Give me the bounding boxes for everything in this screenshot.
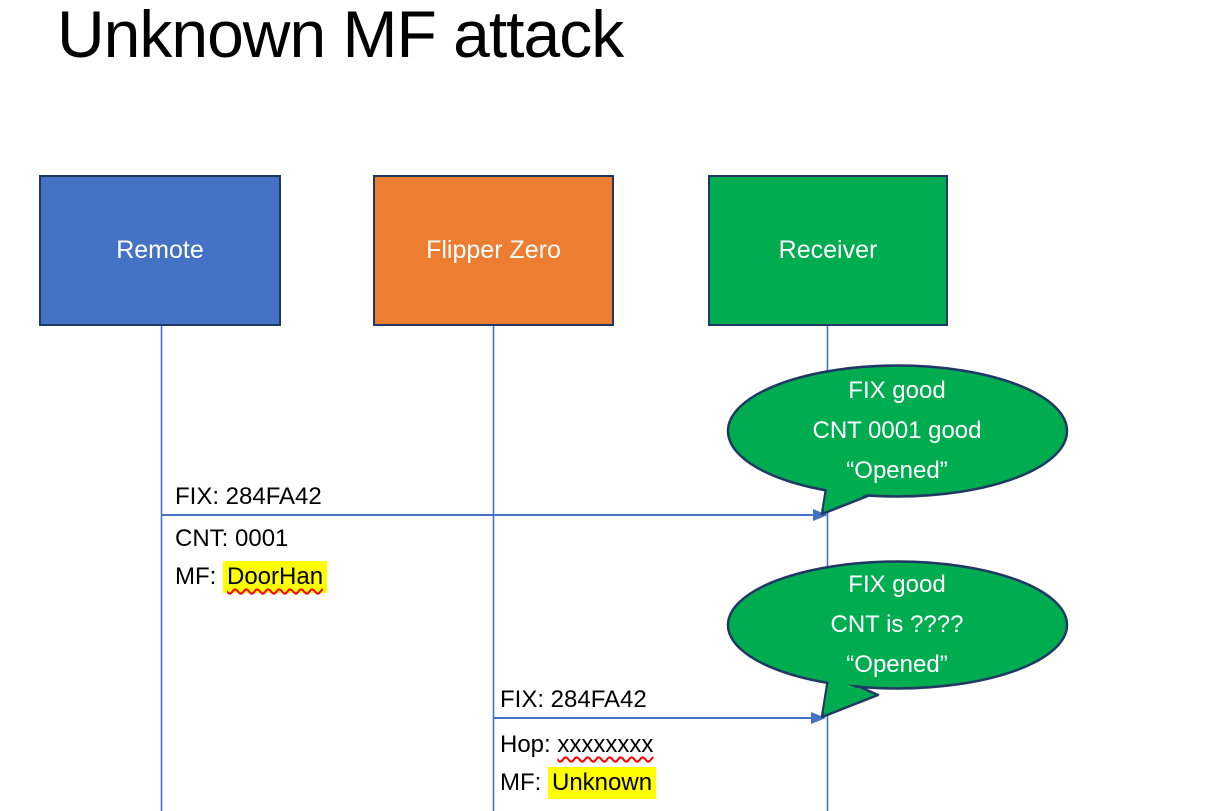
callout1-line1: FIX good <box>848 377 946 404</box>
callout2-text: FIX good CNT is ???? “Opened” <box>726 565 1068 685</box>
actor-label-flipper-zero: Flipper Zero <box>426 236 561 264</box>
callout2-tail-join <box>823 677 874 712</box>
message2-highlighted-value: Unknown <box>548 767 657 799</box>
message2-line1: FIX: 284FA42 <box>500 686 647 713</box>
callout2-line1: FIX good <box>848 571 946 598</box>
message1-line1: FIX: 284FA42 <box>175 483 322 510</box>
message1-line3-prefix: MF: <box>175 563 223 590</box>
callout1-tail-join <box>823 474 874 509</box>
callout2-ellipse <box>726 560 1069 690</box>
message1-line2: CNT: 0001 <box>175 525 289 552</box>
actor-box-flipper-zero: Flipper Zero <box>373 175 614 326</box>
callout1-text: FIX good CNT 0001 good “Opened” <box>726 371 1068 491</box>
actor-box-receiver: Receiver <box>708 175 948 326</box>
callout-bubble-2 <box>726 560 1069 719</box>
actor-label-remote: Remote <box>116 236 204 264</box>
message2-line2: Hop: xxxxxxxx <box>500 726 656 764</box>
actor-box-remote: Remote <box>39 175 281 326</box>
message2-line3-prefix: MF: <box>500 769 548 796</box>
message1-details: CNT: 0001 MF: DoorHan <box>175 520 328 596</box>
callout1-line3: “Opened” <box>846 457 948 484</box>
callout-bubble-1 <box>726 364 1069 516</box>
message2-line2-prefix: Hop: <box>500 731 558 758</box>
message2-details: Hop: xxxxxxxx MF: Unknown <box>500 726 657 802</box>
callout2-line3: “Opened” <box>846 651 948 678</box>
callout1-line2: CNT 0001 good <box>812 417 982 444</box>
message2-arrowhead-icon <box>811 712 826 724</box>
message1-line3: MF: DoorHan <box>175 558 328 596</box>
actor-label-receiver: Receiver <box>778 236 878 264</box>
message2-line3: MF: Unknown <box>500 764 657 802</box>
callout1-ellipse <box>726 364 1069 498</box>
message1-arrowhead-icon <box>813 509 828 521</box>
message1-highlighted-value: DoorHan <box>223 561 328 593</box>
callout2-line2: CNT is ???? <box>830 611 964 638</box>
message2-hop-value: xxxxxxxx <box>557 731 654 758</box>
page-title: Unknown MF attack <box>57 0 624 71</box>
